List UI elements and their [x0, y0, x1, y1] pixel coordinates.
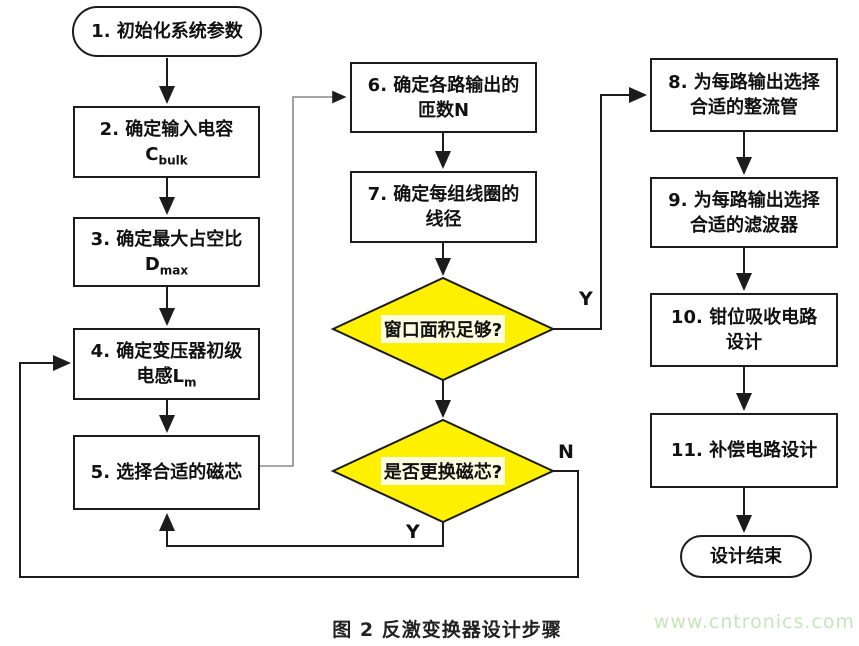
- figure-caption: 图 2 反激变换器设计步骤: [332, 619, 562, 641]
- node-step11: 11. 补偿电路设计: [650, 413, 838, 488]
- node-step6-line1: 6. 确定各路输出的: [367, 74, 520, 96]
- decision-window-label: 窗口面积足够?: [343, 313, 543, 345]
- watermark-text: www.cntronics.com: [653, 611, 855, 633]
- node-step8-line1: 8. 为每路输出选择: [668, 72, 820, 93]
- node-step5-label: 5. 选择合适的磁芯: [90, 462, 243, 483]
- node-step2: 2. 确定输入电容 Cbulk: [73, 106, 260, 178]
- node-step9-line1: 9. 为每路输出选择: [668, 189, 820, 211]
- node-step4-line1: 4. 确定变压器初级: [90, 341, 243, 362]
- node-step8: 8. 为每路输出选择 合适的整流管: [650, 58, 838, 132]
- node-start-label: 1. 初始化系统参数: [91, 21, 243, 42]
- node-step4: 4. 确定变压器初级 电感Lm: [73, 328, 260, 400]
- node-step2-line1: 2. 确定输入电容: [99, 119, 234, 140]
- node-step7: 7. 确定每组线圈的 线径: [350, 171, 537, 243]
- node-step2-line2: Cbulk: [145, 144, 188, 168]
- arrow-core-yes-to-step5: [159, 513, 444, 547]
- node-step11-label: 11. 补偿电路设计: [670, 440, 818, 461]
- node-step3: 3. 确定最大占空比 Dmax: [73, 217, 260, 287]
- node-end-label: 设计结束: [710, 546, 782, 567]
- arrow-window-yes-to-step8: [553, 87, 647, 330]
- arrow-step5-to-step6: [260, 90, 347, 467]
- node-end: 设计结束: [680, 535, 812, 578]
- node-step7-line2: 线径: [425, 209, 462, 230]
- branch-label-window-yes: Y: [579, 288, 593, 310]
- node-step4-line2: 电感Lm: [136, 366, 197, 390]
- node-step10: 10. 钳位吸收电路 设计: [650, 293, 838, 367]
- node-step9-line2: 合适的滤波器: [690, 214, 798, 236]
- decision-core-label: 是否更换磁芯?: [343, 455, 543, 487]
- branch-label-core-no: N: [558, 441, 574, 463]
- node-step9: 9. 为每路输出选择 合适的滤波器: [650, 177, 838, 248]
- node-step3-line1: 3. 确定最大占空比: [90, 229, 243, 250]
- arrow-core-no-to-step4: [19, 355, 579, 578]
- node-step7-line1: 7. 确定每组线圈的: [367, 184, 520, 205]
- node-step8-line2: 合适的整流管: [690, 97, 798, 118]
- branch-label-core-yes: Y: [406, 521, 420, 543]
- node-step3-line2: Dmax: [144, 254, 189, 278]
- node-step10-line2: 设计: [726, 332, 762, 353]
- node-step6-line2: 匝数N: [417, 99, 470, 121]
- node-start: 1. 初始化系统参数: [72, 6, 262, 57]
- node-step10-line1: 10. 钳位吸收电路: [670, 307, 818, 328]
- node-step5: 5. 选择合适的磁芯: [73, 435, 260, 510]
- node-step6: 6. 确定各路输出的 匝数N: [350, 62, 537, 133]
